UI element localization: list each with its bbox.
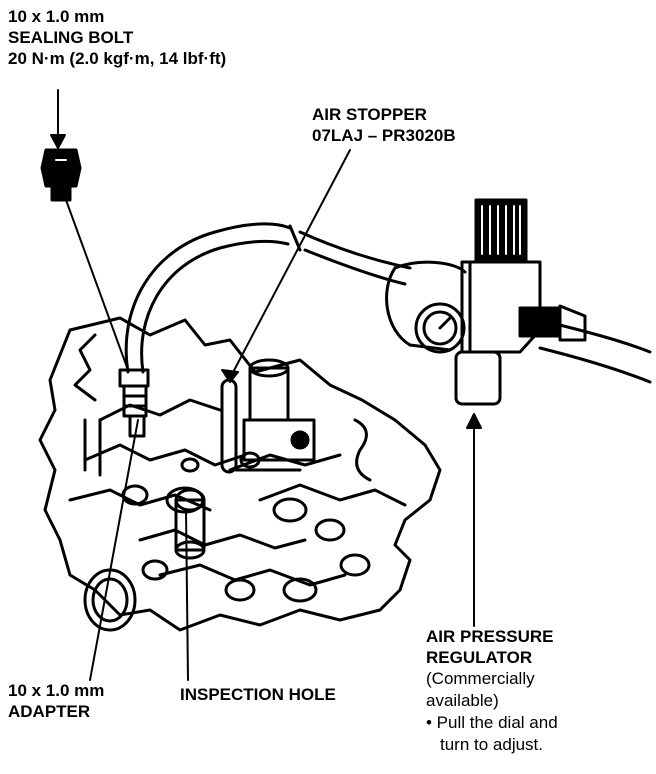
regulator-instruction-line1: • Pull the dial and xyxy=(426,713,558,732)
air-hose xyxy=(124,222,652,384)
sealing-bolt-arrowhead xyxy=(50,134,66,149)
air-stopper-arrowhead xyxy=(221,369,239,383)
adapter-label: 10 x 1.0 mm ADAPTER xyxy=(8,680,104,722)
regulator-label: AIR PRESSURE REGULATOR (Commercially ava… xyxy=(426,626,558,756)
adapter-size: 10 x 1.0 mm xyxy=(8,681,105,700)
inspection-hole-leader xyxy=(185,509,189,681)
air-pressure-regulator xyxy=(385,198,587,406)
regulator-availability-line2: available) xyxy=(426,691,499,710)
sealing-bolt-size: 10 x 1.0 mm xyxy=(8,7,105,26)
sealing-bolt-label: 10 x 1.0 mm SEALING BOLT 20 N·m (2.0 kgf… xyxy=(8,6,226,69)
regulator-name-line1: AIR PRESSURE xyxy=(426,627,554,646)
sealing-bolt-name: SEALING BOLT xyxy=(8,28,134,47)
regulator-arrowhead xyxy=(466,413,482,429)
adapter-leader xyxy=(89,419,139,681)
air-stopper-label: AIR STOPPER 07LAJ – PR3020B xyxy=(312,104,456,146)
inspection-hole-label: INSPECTION HOLE xyxy=(180,684,336,705)
air-stopper-leader xyxy=(229,149,351,379)
air-stopper-name: AIR STOPPER xyxy=(312,105,427,124)
regulator-availability-line1: (Commercially xyxy=(426,669,535,688)
adapter-fitting xyxy=(118,368,150,438)
leader-lines xyxy=(50,89,482,681)
inspection-hole xyxy=(174,488,206,560)
sealing-bolt xyxy=(40,148,82,202)
air-stopper-part-number: 07LAJ – PR3020B xyxy=(312,126,456,145)
regulator-name-line2: REGULATOR xyxy=(426,648,533,667)
inspection-hole-name: INSPECTION HOLE xyxy=(180,685,336,704)
engine-block xyxy=(38,316,442,632)
regulator-instruction-line2: turn to adjust. xyxy=(440,735,544,754)
sealing-bolt-torque: 20 N·m (2.0 kgf·m, 14 lbf·ft) xyxy=(8,49,227,68)
adapter-name: ADAPTER xyxy=(8,702,91,721)
bolt-to-adapter-leader xyxy=(65,199,129,371)
